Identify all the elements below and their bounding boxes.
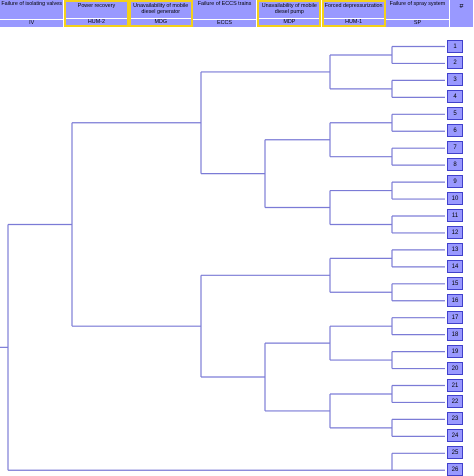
sequence-number: 7 bbox=[447, 141, 463, 155]
sequence-number: 17 bbox=[447, 310, 463, 324]
column-code: MDP bbox=[259, 18, 320, 26]
sequence-number: 23 bbox=[447, 412, 463, 426]
sequence-number: 19 bbox=[447, 344, 463, 358]
column-title: Failure of ECCS trains bbox=[197, 1, 252, 7]
sequence-number: 21 bbox=[447, 378, 463, 392]
sequence-number: 4 bbox=[447, 90, 463, 104]
sequence-number: 24 bbox=[447, 429, 463, 443]
sequence-number: 3 bbox=[447, 73, 463, 87]
sequence-number: 11 bbox=[447, 209, 463, 222]
sequence-number: 14 bbox=[447, 259, 463, 273]
sequence-number: 26 bbox=[447, 463, 463, 476]
sequence-number: 15 bbox=[447, 276, 463, 290]
column-title: Unavailability of mobile diesel pump bbox=[261, 3, 317, 15]
column-code: ECCS bbox=[192, 19, 257, 27]
sequence-number: 9 bbox=[447, 175, 463, 189]
sequence-number: 25 bbox=[447, 446, 463, 460]
sequence-number: 13 bbox=[447, 242, 463, 256]
sequence-number: 18 bbox=[447, 327, 463, 341]
column-title: Unavailability of mobile diesel generato… bbox=[133, 3, 189, 15]
sequence-number: 5 bbox=[447, 107, 463, 121]
column-code: HUM-2 bbox=[66, 18, 127, 26]
sequence-number: 12 bbox=[447, 225, 463, 239]
column-code: MDG bbox=[130, 18, 191, 26]
sequence-number: 8 bbox=[447, 158, 463, 172]
sequence-number: 2 bbox=[447, 56, 463, 70]
column-code: SP bbox=[385, 19, 450, 27]
sequence-number: 22 bbox=[447, 395, 463, 409]
column-code: IV bbox=[0, 19, 64, 27]
sequence-number: 16 bbox=[447, 293, 463, 307]
column-title: Failure of isolating valves bbox=[1, 1, 62, 7]
sequence-number: 6 bbox=[447, 124, 463, 138]
column-title: Forced depressurization bbox=[324, 3, 383, 9]
index-header-label: # bbox=[459, 4, 464, 10]
column-title: Power recovery bbox=[77, 3, 116, 9]
column-code: HUM-1 bbox=[323, 18, 384, 26]
column-title: Failure of spray system bbox=[389, 1, 446, 7]
sequence-number: 20 bbox=[447, 361, 463, 375]
column-header-mdg: Unavailability of mobile diesel generato… bbox=[128, 0, 193, 27]
sequence-number: 10 bbox=[447, 192, 463, 206]
sequence-number: 1 bbox=[447, 39, 463, 53]
